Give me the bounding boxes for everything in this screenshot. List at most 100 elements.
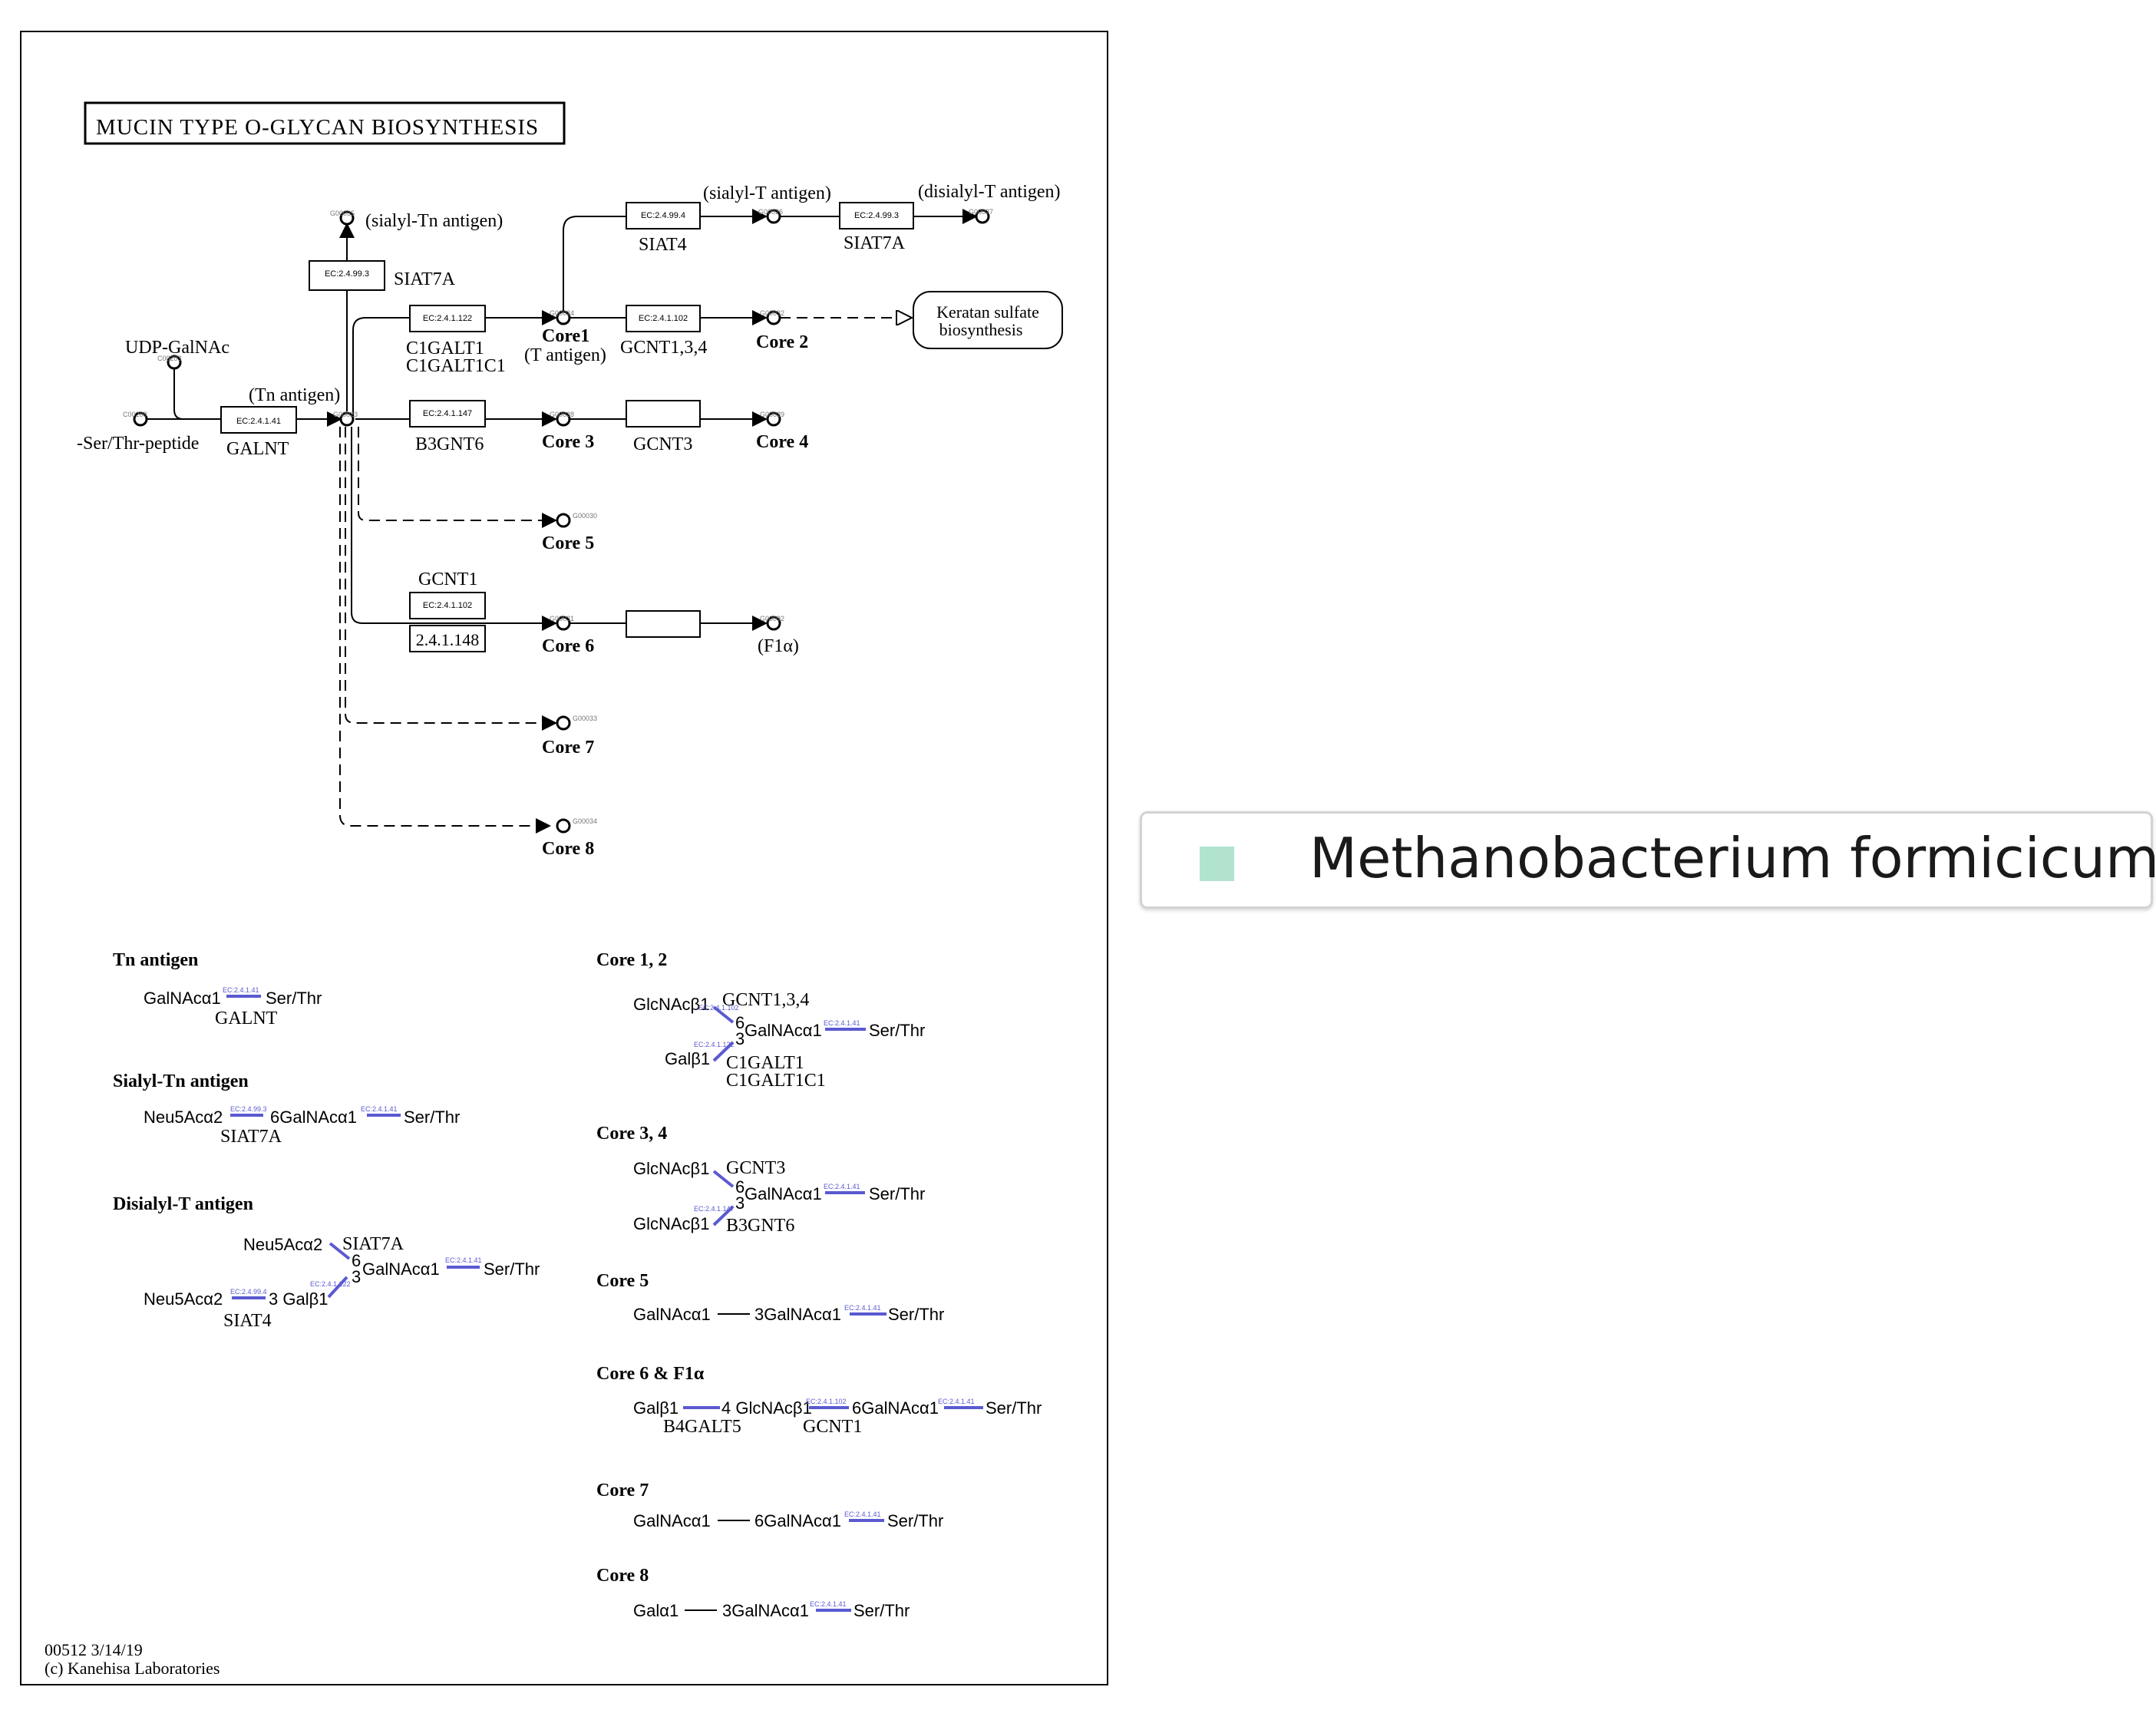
compound-label: (Tn antigen) bbox=[249, 385, 340, 405]
structure-link bbox=[327, 1276, 348, 1299]
enzyme-c1galt[interactable] bbox=[409, 305, 486, 332]
structure-heading: Core 6 & F1α bbox=[596, 1364, 705, 1384]
structure-ec: EC:2.4.1.102 bbox=[806, 1398, 847, 1405]
enzyme-gcnt3[interactable] bbox=[626, 400, 701, 428]
residue: Ser/Thr bbox=[853, 1601, 910, 1620]
gene-label: C1GALT1 bbox=[406, 338, 484, 358]
compound-core5[interactable] bbox=[556, 513, 571, 528]
compound-sialyl-t[interactable] bbox=[766, 209, 781, 224]
compound-label: UDP-GalNAc bbox=[125, 338, 229, 358]
residue-position: 3 bbox=[735, 1193, 745, 1213]
compound-disialyl-t[interactable] bbox=[975, 209, 990, 224]
compound-tn[interactable] bbox=[339, 411, 355, 427]
organism-legend: Methanobacterium formicicum bbox=[1140, 811, 2156, 909]
residue: GlcNAcβ1 bbox=[633, 1214, 709, 1233]
residue: GalNAcα1 bbox=[633, 1305, 711, 1324]
compound-core2[interactable] bbox=[766, 310, 781, 325]
compound-label: Core 7 bbox=[542, 738, 594, 758]
residue: 6GalNAcα1 bbox=[852, 1398, 939, 1418]
compound-core7[interactable] bbox=[556, 715, 571, 731]
structure-heading: Disialyl-T antigen bbox=[113, 1194, 253, 1214]
structure-link bbox=[712, 1005, 735, 1024]
legend-label: Methanobacterium formicicum bbox=[1309, 826, 2156, 890]
compound-id: G00023 bbox=[333, 411, 358, 418]
structure-ec: EC:2.4.1.41 bbox=[445, 1256, 482, 1264]
enzyme-siat4[interactable] bbox=[626, 202, 701, 229]
compound-label: Core 2 bbox=[756, 332, 808, 352]
residue: GalNAcα1 bbox=[144, 989, 221, 1008]
residue: Neu5Acα2 bbox=[144, 1289, 223, 1309]
ec-label: EC:2.4.1.41 bbox=[236, 417, 281, 426]
compound-udp-galnac[interactable] bbox=[167, 355, 182, 370]
enzyme-b4galt[interactable] bbox=[626, 610, 701, 638]
compound-core8[interactable] bbox=[556, 818, 571, 834]
compound-label: Core1 bbox=[542, 326, 589, 346]
gene-label: GALNT bbox=[226, 439, 289, 459]
residue: Ser/Thr bbox=[869, 1021, 925, 1040]
compound-id: G00033 bbox=[573, 715, 597, 722]
compound-core3[interactable] bbox=[556, 411, 571, 427]
compound-label: Core 3 bbox=[542, 432, 594, 452]
residue: GalNAcα1 bbox=[633, 1511, 711, 1530]
structure-ec: EC:2.4.1.122 bbox=[310, 1280, 351, 1288]
core7-edge bbox=[345, 427, 557, 731]
enzyme-siat7a-right[interactable] bbox=[839, 202, 914, 229]
structure-gene: GCNT1,3,4 bbox=[722, 990, 809, 1010]
map-title: MUCIN TYPE O-GLYCAN BIOSYNTHESIS bbox=[96, 115, 539, 140]
structure-ec: EC:2.4.1.41 bbox=[824, 1183, 860, 1190]
enzyme-gcnt1[interactable] bbox=[409, 592, 486, 619]
compound-id: G00035 bbox=[330, 210, 355, 217]
structure-heading: Core 8 bbox=[596, 1566, 649, 1586]
structure-ec: EC:2.4.1.102 bbox=[698, 1004, 739, 1012]
structure-gene: B3GNT6 bbox=[726, 1216, 794, 1236]
compound-label: -Ser/Thr-peptide bbox=[77, 434, 199, 454]
residue: 3GalNAcα1 bbox=[722, 1601, 809, 1620]
structure-ec: EC:2.4.1.41 bbox=[810, 1600, 847, 1608]
structure-link bbox=[329, 1242, 351, 1260]
gene-label: GCNT1 bbox=[418, 569, 477, 589]
structure-heading: Core 3, 4 bbox=[596, 1124, 667, 1144]
compound-label: (F1α) bbox=[758, 636, 799, 656]
residue: 4 GlcNAcβ1 bbox=[721, 1398, 812, 1418]
compound-ser-thr[interactable] bbox=[133, 411, 148, 427]
keratan-label[interactable]: Keratan sulfate bbox=[936, 302, 1039, 322]
structure-heading: Core 5 bbox=[596, 1271, 649, 1291]
keratan-link[interactable] bbox=[913, 291, 1063, 349]
compound-f1a[interactable] bbox=[766, 616, 781, 631]
ec-label: EC:2.4.99.4 bbox=[641, 211, 685, 220]
compound-label: Core 5 bbox=[542, 533, 594, 553]
siat4-edge bbox=[563, 216, 626, 312]
compound-id: G00034 bbox=[573, 817, 597, 825]
compound-label: Core 6 bbox=[542, 636, 594, 656]
structure-ec: EC:2.4.1.41 bbox=[223, 986, 259, 994]
compound-core6[interactable] bbox=[556, 616, 571, 631]
residue: 3 Galβ1 bbox=[269, 1289, 328, 1309]
gene-label: SIAT4 bbox=[639, 235, 687, 255]
compound-core4[interactable] bbox=[766, 411, 781, 427]
structure-heading: Core 1, 2 bbox=[596, 950, 667, 970]
gene-label: GCNT1,3,4 bbox=[620, 338, 707, 358]
compound-sialyl-tn[interactable] bbox=[339, 210, 355, 226]
legend-swatch bbox=[1200, 847, 1234, 881]
structure-gene: GCNT1 bbox=[803, 1417, 862, 1437]
enzyme-b3gnt6[interactable] bbox=[409, 400, 486, 428]
structure-link bbox=[712, 1041, 735, 1062]
structure-gene: SIAT4 bbox=[223, 1311, 272, 1331]
copyright: (c) Kanehisa Laboratories bbox=[45, 1659, 220, 1678]
residue: 6GalNAcα1 bbox=[270, 1108, 357, 1127]
enzyme-siat7a-top[interactable] bbox=[309, 260, 385, 291]
structure-ec: EC:2.4.1.41 bbox=[844, 1510, 881, 1518]
keratan-label[interactable]: biosynthesis bbox=[939, 320, 1023, 339]
compound-id: G00031 bbox=[550, 615, 574, 622]
ec-label: EC:2.4.1.122 bbox=[423, 314, 472, 323]
enzyme-gcnt134[interactable] bbox=[626, 305, 701, 332]
ec-label: EC:2.4.1.102 bbox=[423, 601, 472, 610]
residue: 3GalNAcα1 bbox=[754, 1305, 841, 1324]
enzyme-galnt[interactable] bbox=[220, 406, 297, 434]
compound-core1[interactable] bbox=[556, 310, 571, 325]
structure-heading: Sialyl-Tn antigen bbox=[113, 1071, 249, 1091]
structure-gene: SIAT7A bbox=[220, 1127, 282, 1147]
residue: GlcNAcβ1 bbox=[633, 1159, 709, 1178]
enzyme-gcnt1-ec2[interactable] bbox=[409, 625, 486, 652]
